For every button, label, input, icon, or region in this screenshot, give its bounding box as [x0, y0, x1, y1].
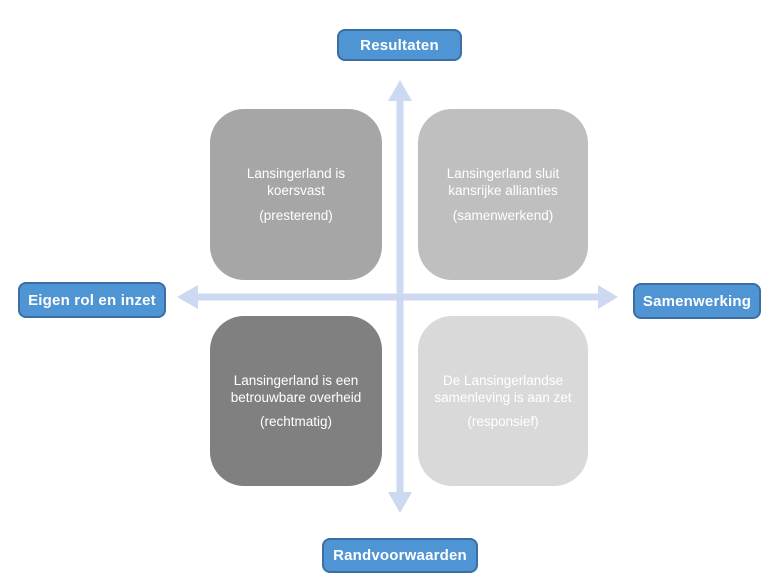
horizontal-axis-arrow [177, 285, 618, 309]
quadrant-top-left-subtitle: (presterend) [259, 207, 333, 223]
quadrant-top-right: Lansingerland sluit kansrijke allianties… [418, 109, 588, 280]
axis-label-preconditions-text: Randvoorwaarden [333, 547, 467, 564]
axis-label-own-role: Eigen rol en inzet [18, 282, 166, 318]
quadrant-top-left-title: Lansingerland is koersvast [246, 166, 346, 199]
axis-label-cooperation-text: Samenwerking [642, 292, 752, 310]
quadrant-bottom-left-title: Lansingerland is een betrouwbare overhei… [230, 372, 362, 405]
axis-label-results: Resultaten [337, 29, 462, 61]
axis-label-results-text: Resultaten [360, 36, 439, 54]
axis-label-cooperation: Samenwerking [633, 283, 761, 319]
quadrant-top-right-subtitle: (samenwerkend) [452, 207, 554, 223]
axis-label-preconditions: Randvoorwaarden [322, 538, 478, 573]
axis-label-own-role-text: Eigen rol en inzet [28, 291, 156, 309]
quadrant-bottom-right: De Lansingerlandse samenleving is aan ze… [418, 316, 588, 486]
quadrant-top-left: Lansingerland is koersvast (presterend) [210, 109, 382, 280]
quadrant-top-right-title: Lansingerland sluit kansrijke allianties [446, 166, 560, 199]
quadrant-bottom-right-subtitle: (responsief) [467, 414, 539, 430]
quadrant-bottom-left: Lansingerland is een betrouwbare overhei… [210, 316, 382, 486]
quadrant-bottom-right-title: De Lansingerlandse samenleving is aan ze… [434, 372, 572, 405]
vertical-axis-arrow [388, 80, 412, 513]
quadrant-bottom-left-subtitle: (rechtmatig) [259, 414, 332, 430]
